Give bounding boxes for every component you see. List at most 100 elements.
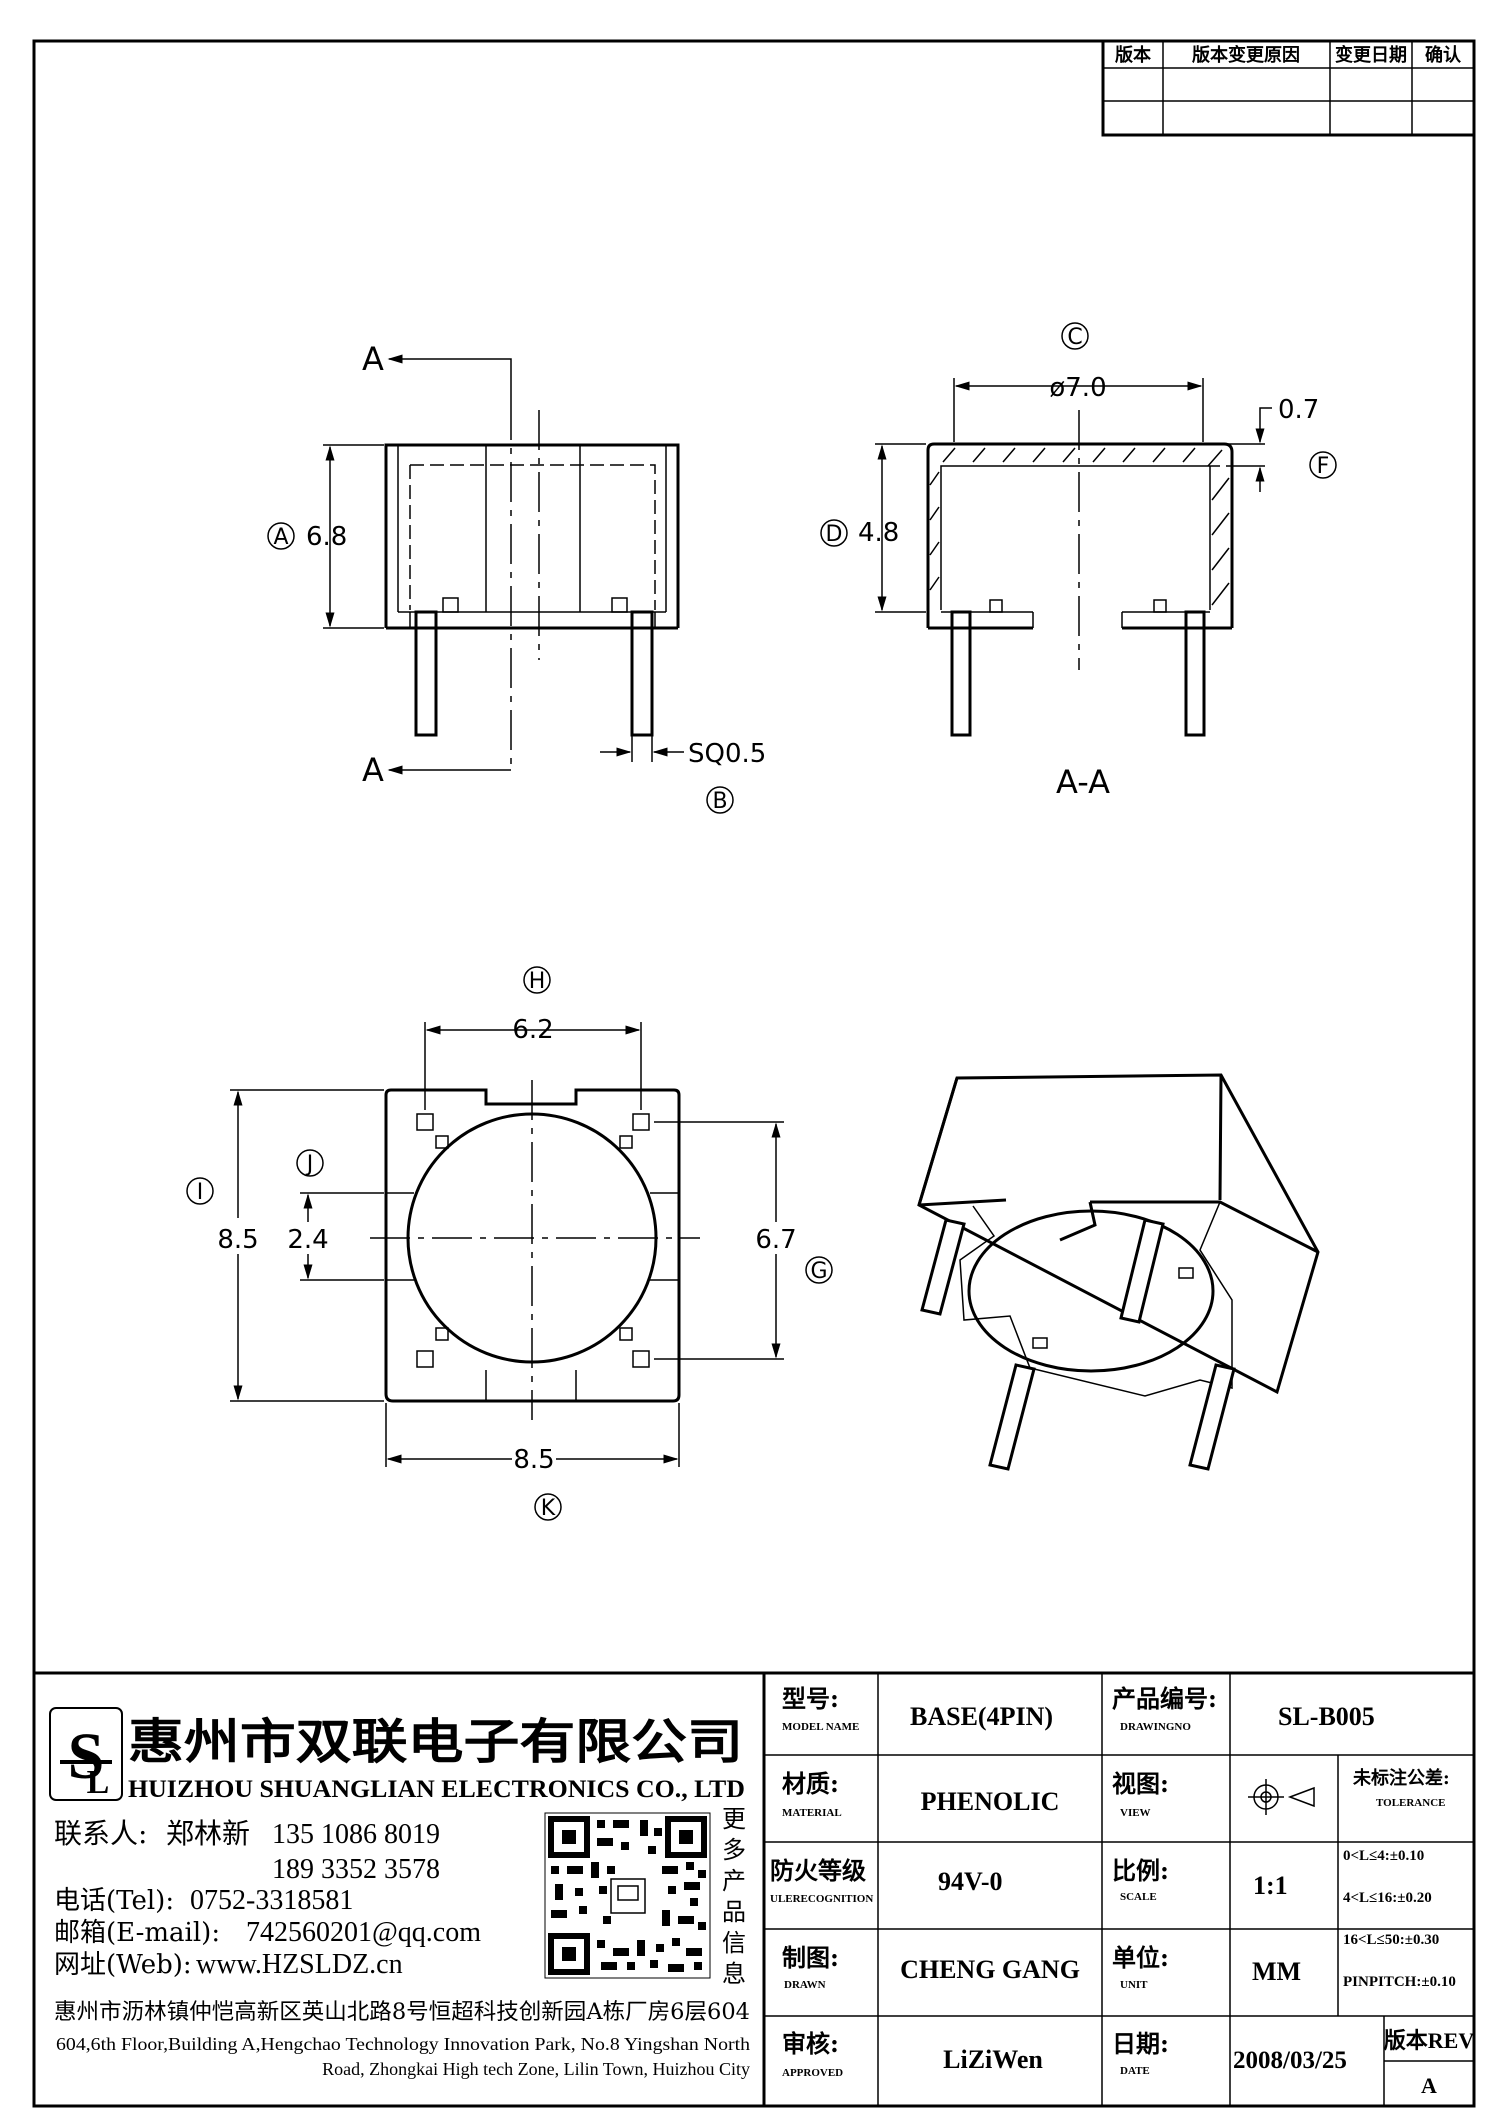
callout-h — [523, 966, 551, 994]
label-date: 日期: — [1112, 2029, 1169, 2058]
iso-pin-2 — [1119, 1218, 1165, 1324]
revision-table: 版本 版本变更原因 变更日期 确认 — [1101, 39, 1476, 137]
isometric-view — [917, 1073, 1320, 1471]
email-value: 742560201@qq.com — [246, 1917, 481, 1948]
section-view: ø7.0 C 0.7 F D 4.8 A-A — [820, 322, 1337, 801]
rev-header-confirm: 确认 — [1425, 44, 1462, 66]
callout-k — [534, 1493, 562, 1521]
label-flame-en: ULERECOGNITION — [770, 1893, 873, 1905]
svg-text:S: S — [68, 1720, 105, 1793]
address-en-1: 604,6th Floor,Building A,Hengchao Techno… — [56, 2034, 750, 2054]
callout-c-label: C — [1067, 325, 1082, 350]
front-pin-right — [630, 610, 654, 737]
value-scale: 1:1 — [1253, 1871, 1288, 1900]
callout-d-label: D — [826, 522, 843, 547]
svg-text:L: L — [87, 1764, 110, 1801]
callout-i-label: I — [197, 1180, 204, 1205]
callout-a — [267, 522, 295, 550]
qr-caption-5: 信 — [722, 1929, 746, 1957]
pin-sq-br — [632, 1350, 650, 1368]
address-en-2: Road, Zhongkai High tech Zone, Lilin Tow… — [322, 2059, 750, 2079]
callout-j-label: J — [305, 1152, 314, 1177]
dim-pin-sq: SQ0.5 — [688, 739, 766, 769]
dim-slot: 2.4 — [287, 1225, 328, 1255]
label-tolerance-en: TOLERANCE — [1376, 1797, 1445, 1809]
value-drawing-no: SL-B005 — [1278, 1702, 1375, 1731]
address-cn: 惠州市沥林镇仲恺高新区英山北路8号恒超科技创新园A栋厂房6层604 — [54, 2000, 750, 2025]
tolerance-4: PINPITCH:±0.10 — [1343, 1974, 1456, 1990]
section-label: A-A — [1056, 763, 1110, 801]
projection-symbol-icon — [1248, 1779, 1315, 1815]
value-flame: 94V-0 — [938, 1867, 1003, 1896]
section-pin-left — [950, 610, 972, 737]
iso-pin-3 — [988, 1363, 1036, 1471]
rev-header-date: 变更日期 — [1335, 44, 1407, 66]
callout-b — [706, 786, 734, 814]
company-name-en: HUIZHOU SHUANGLIAN ELECTRONICS CO., LTD — [128, 1776, 745, 1803]
label-view: 视图: — [1112, 1769, 1169, 1798]
qr-caption-4: 品 — [722, 1898, 746, 1926]
callout-j — [296, 1149, 324, 1177]
dim-width-bottom: 8.5 — [513, 1445, 554, 1475]
pin-sq-tr — [632, 1113, 650, 1131]
value-material: PHENOLIC — [921, 1787, 1060, 1816]
section-hatch — [929, 447, 1230, 606]
label-drawing-no-en: DRAWINGNO — [1120, 1721, 1191, 1733]
front-pin-left — [414, 610, 438, 737]
value-model: BASE(4PIN) — [910, 1702, 1053, 1731]
label-material-en: MATERIAL — [782, 1807, 842, 1819]
label-scale-en: SCALE — [1120, 1891, 1157, 1903]
tolerance-3: 16<L≤50:±0.30 — [1343, 1932, 1439, 1948]
value-approved: LiZiWen — [943, 2045, 1043, 2074]
dim-diameter: ø7.0 — [1049, 373, 1106, 403]
tel-label: 电话(Tel): — [54, 1886, 174, 1916]
callout-f — [1309, 451, 1337, 479]
callout-g — [805, 1256, 833, 1284]
qr-caption-2: 多 — [722, 1836, 746, 1864]
title-block: 型号: MODEL NAME BASE(4PIN) 产品编号: DRAWINGN… — [34, 1671, 1475, 2106]
value-rev: A — [1421, 2073, 1437, 2098]
dim-width-left: 8.5 — [217, 1225, 258, 1255]
rev-header-version: 版本 — [1115, 44, 1151, 66]
value-drawn: CHENG GANG — [900, 1955, 1080, 1984]
pin-sq-bl — [416, 1350, 434, 1368]
web-label: 网址(Web): — [54, 1950, 192, 1980]
pin-sq-tl — [416, 1113, 434, 1131]
callout-f-label: F — [1317, 454, 1330, 479]
label-model-en: MODEL NAME — [782, 1721, 859, 1733]
contact-name: 郑林新 — [166, 1817, 250, 1850]
sheet-border — [32, 39, 1476, 2108]
tel-value: 0752-3318581 — [190, 1885, 353, 1916]
section-pin-right — [1184, 610, 1206, 737]
value-unit: MM — [1252, 1957, 1301, 1986]
company-name-cn: 惠州市双联电子有限公司 — [128, 1714, 743, 1770]
company-logo-icon: S L — [49, 1707, 123, 1801]
callout-d — [820, 519, 848, 547]
web-value: www.HZSLDZ.cn — [196, 1949, 403, 1980]
callout-b-label: B — [712, 789, 727, 814]
callout-k-label: K — [541, 1496, 556, 1521]
iso-pin-1 — [920, 1218, 966, 1316]
qr-caption-1: 更 — [722, 1805, 746, 1833]
label-drawn: 制图: — [782, 1943, 839, 1972]
contact-phone-2: 189 3352 3578 — [272, 1854, 440, 1885]
label-model: 型号: — [782, 1684, 839, 1713]
label-tolerance: 未标注公差: — [1353, 1767, 1450, 1789]
email-label: 邮箱(E-mail): — [54, 1918, 220, 1948]
dim-pitch-top: 6.2 — [512, 1015, 553, 1045]
dim-height-section: 4.8 — [858, 518, 899, 548]
section-marker-bottom: A — [362, 751, 384, 789]
qr-code-icon — [544, 1812, 711, 1979]
label-drawn-en: DRAWN — [784, 1979, 826, 1991]
label-rev: 版本REV — [1384, 2028, 1475, 2053]
qr-caption-3: 产 — [722, 1867, 746, 1895]
qr-caption-6: 息 — [722, 1960, 746, 1988]
front-view: A A A 6.8 SQ0.5 B — [267, 340, 766, 814]
iso-pin-4 — [1188, 1363, 1236, 1471]
label-drawing-no: 产品编号: — [1112, 1684, 1217, 1713]
callout-i — [186, 1177, 214, 1205]
tolerance-1: 0<L≤4:±0.10 — [1343, 1848, 1424, 1864]
callout-g-label: G — [810, 1259, 827, 1284]
dim-height-front: 6.8 — [306, 522, 347, 552]
